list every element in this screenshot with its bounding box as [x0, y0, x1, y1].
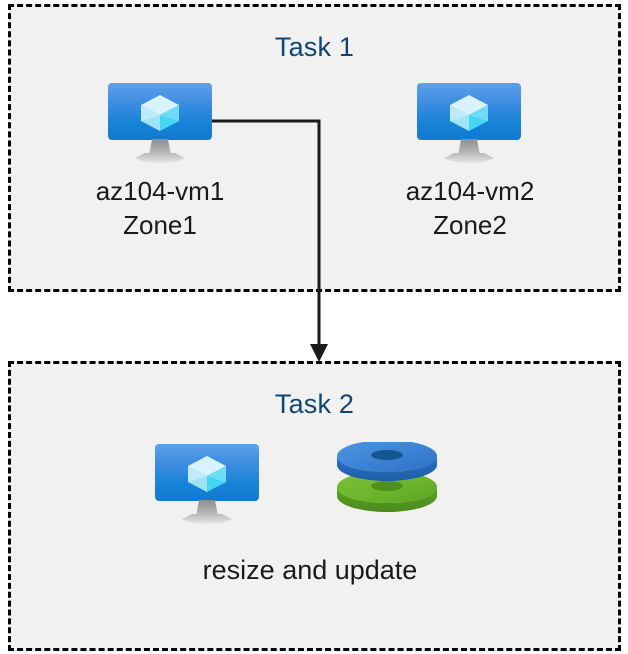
vm-stand-base	[178, 514, 236, 524]
vm-stand-base	[131, 153, 189, 163]
virtual-machine-icon-task2	[155, 444, 259, 524]
vm-stand-base	[440, 153, 498, 163]
task-2-container: Task 2	[8, 361, 621, 651]
vm-stand-neck	[196, 500, 218, 516]
vm-stand-neck	[149, 139, 171, 155]
task-1-title: Task 1	[274, 32, 355, 62]
virtual-machine-icon-vm1	[108, 83, 212, 163]
disks-glyph	[337, 440, 437, 512]
virtual-machine-icon-vm2	[417, 83, 521, 163]
vm-cube-glyph	[141, 95, 179, 131]
task-2-title: Task 2	[274, 389, 355, 419]
down-arrow-icon	[310, 344, 328, 362]
vm1-label: az104-vm1 Zone1	[95, 176, 225, 240]
task-1-container: Task 1	[8, 4, 621, 292]
task-2-caption: resize and update	[202, 555, 418, 585]
vm-cube-glyph	[450, 95, 488, 131]
vm-cube-glyph	[188, 456, 226, 492]
managed-disks-icon	[335, 440, 439, 522]
vm2-label: az104-vm2 Zone2	[405, 176, 535, 240]
vm-stand-neck	[458, 139, 480, 155]
